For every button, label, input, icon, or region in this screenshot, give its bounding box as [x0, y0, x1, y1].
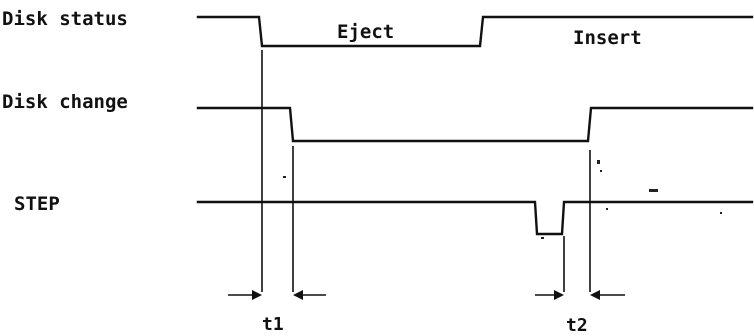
state-label-eject: Eject: [337, 21, 394, 43]
scan-noise: [283, 160, 722, 239]
timing-label-t1: t1: [262, 314, 284, 335]
noise-speck: [649, 189, 658, 192]
dimension-t2: [535, 290, 625, 300]
noise-speck: [720, 212, 722, 214]
noise-speck: [600, 170, 602, 172]
signal-label-disk-change: Disk change: [2, 91, 128, 113]
dimension-t1: [228, 290, 326, 300]
arrow-head: [293, 290, 303, 300]
noise-speck: [541, 237, 544, 239]
state-label-insert: Insert: [573, 27, 642, 49]
arrow-head: [590, 290, 600, 300]
timing-label-t2: t2: [566, 315, 588, 336]
waveform-disk-change: [196, 106, 754, 143]
noise-speck: [283, 176, 286, 178]
waveform-disk-status: [196, 15, 754, 48]
waveform-step: [196, 200, 754, 236]
noise-speck: [606, 208, 608, 210]
noise-speck: [597, 160, 600, 164]
signal-label-step: STEP: [14, 193, 60, 215]
signal-label-disk-status: Disk status: [2, 8, 128, 30]
arrow-head: [252, 290, 262, 300]
arrow-head: [554, 290, 564, 300]
